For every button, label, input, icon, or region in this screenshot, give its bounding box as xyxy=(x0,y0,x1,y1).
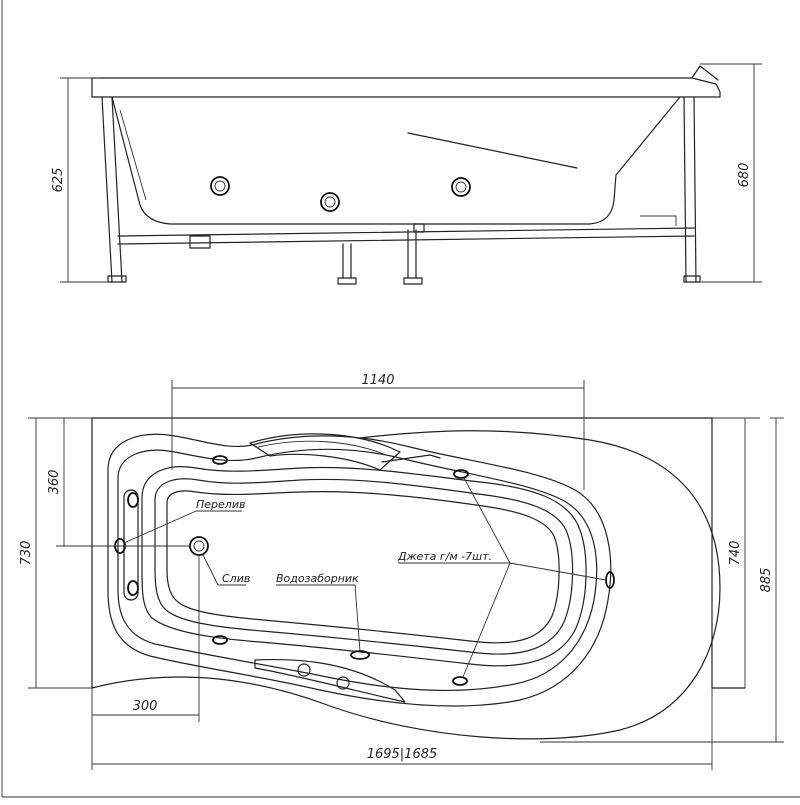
frame-leg-right-1 xyxy=(683,96,687,283)
jet-4 xyxy=(452,676,468,686)
side-view: 625 680 xyxy=(51,63,762,285)
control-button-2 xyxy=(336,676,350,690)
frame-leg-left-2 xyxy=(111,96,123,283)
frame-rail xyxy=(117,227,695,245)
dim-360-text: 360 xyxy=(47,470,62,495)
label-jets-leader-2 xyxy=(509,562,607,581)
label-drain: Слив xyxy=(222,572,250,585)
leg-middle-1 xyxy=(342,243,352,279)
side-jet-3 xyxy=(451,177,471,197)
label-jets-leader-3 xyxy=(462,562,511,678)
headrest-jet-2 xyxy=(127,580,139,596)
frame-leg-left-1 xyxy=(101,96,113,283)
jet-5 xyxy=(212,635,228,645)
dim-730-text: 730 xyxy=(19,541,34,566)
basin-inner-wall xyxy=(119,109,147,201)
drain-hole xyxy=(189,536,209,556)
jet-1 xyxy=(212,455,228,465)
drain-fitting xyxy=(189,235,211,249)
valve-fitting xyxy=(413,223,425,233)
control-button-1 xyxy=(297,663,311,677)
rim-outline xyxy=(107,433,612,707)
dim-1140-text: 1140 xyxy=(361,373,394,388)
dim-625-text: 625 xyxy=(51,168,66,193)
top-view: 1140 730 360 740 885 300 1695|1685 Перел… xyxy=(19,373,784,770)
label-overflow-leader xyxy=(123,510,197,544)
armrest-bottom xyxy=(254,658,406,703)
label-intake-leader xyxy=(354,584,361,652)
foot-left xyxy=(107,275,127,283)
basin-contour-middle xyxy=(154,478,574,655)
dim-300-text: 300 xyxy=(133,699,158,714)
side-jet-1 xyxy=(210,176,230,196)
dim-680-text: 680 xyxy=(737,163,752,188)
foot-middle-1 xyxy=(337,277,357,285)
rim-inner-outline xyxy=(117,448,598,692)
frame-bracket xyxy=(640,215,677,226)
label-jets-leader-1 xyxy=(463,477,511,564)
label-drain-leader xyxy=(202,554,219,586)
headrest-panel xyxy=(123,489,139,601)
label-intake: Водозаборник xyxy=(276,572,359,585)
dim-740-text: 740 xyxy=(728,541,743,566)
rim-corner xyxy=(691,65,719,81)
jet-2 xyxy=(453,469,469,479)
dim-885-text: 885 xyxy=(759,568,774,593)
label-overflow: Перелив xyxy=(196,498,245,511)
side-jet-2 xyxy=(320,192,340,212)
armrest-top xyxy=(249,433,401,471)
shell-outer-curve xyxy=(91,430,721,740)
dim-total-text: 1695|1685 xyxy=(367,747,438,762)
label-jets: Джета г/м -7шт. xyxy=(397,550,492,563)
basin-contour-inner xyxy=(166,490,560,644)
foot-middle-2 xyxy=(403,277,423,285)
foot-right xyxy=(683,275,701,283)
body-contour-line xyxy=(407,132,578,169)
armrest-top-detail xyxy=(257,440,387,456)
rim xyxy=(91,77,721,98)
basin-body xyxy=(111,96,681,225)
headrest-jet-1 xyxy=(127,492,139,508)
leg-middle-2 xyxy=(407,229,417,279)
frame-leg-right-2 xyxy=(693,96,697,283)
ledge-notch xyxy=(381,454,441,463)
